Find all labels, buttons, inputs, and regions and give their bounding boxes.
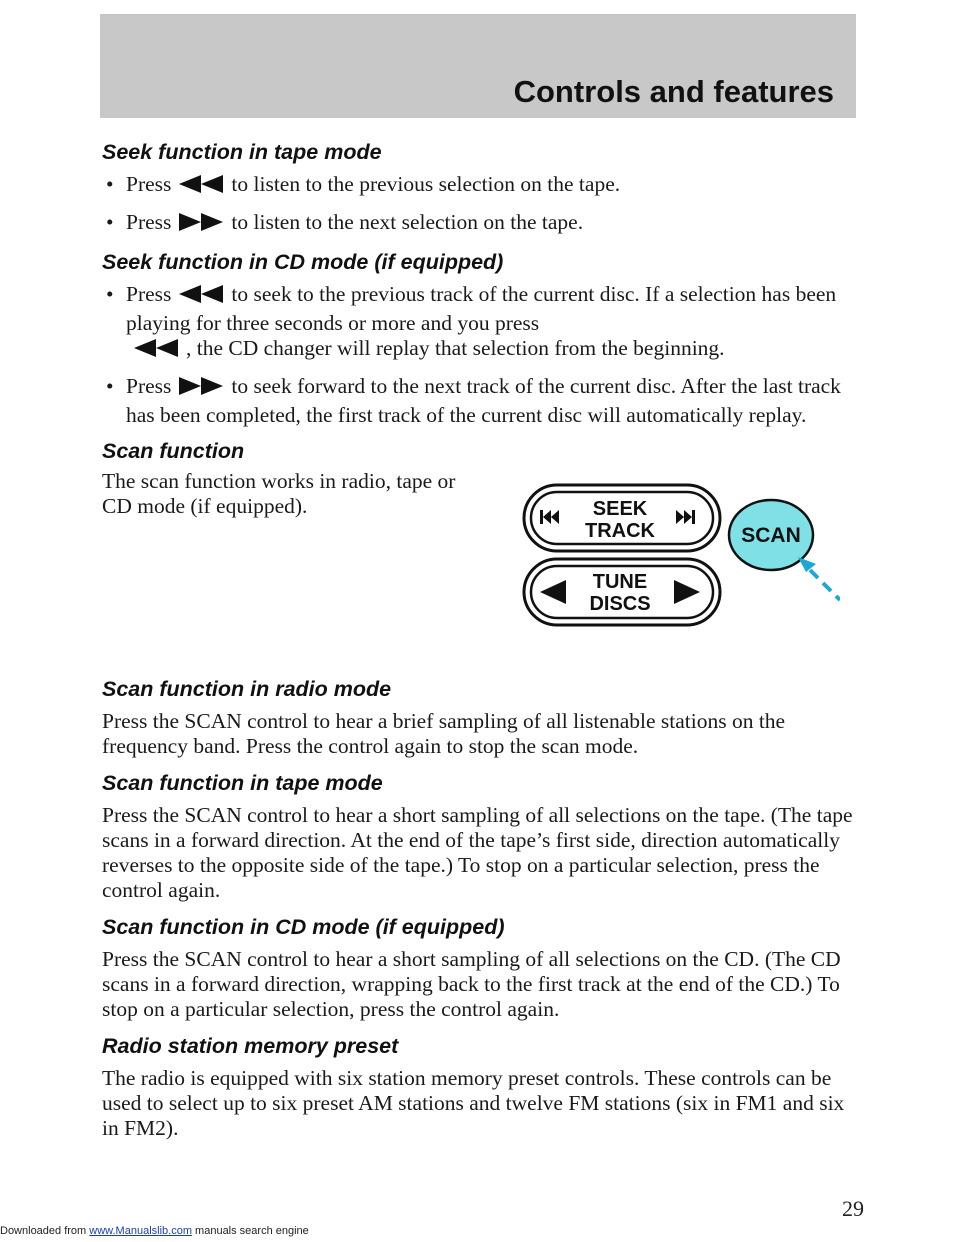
radio-controls-diagram: SEEK TRACK TUNE DISCS SCAN xyxy=(520,457,842,627)
tune-up-icon xyxy=(674,580,700,604)
bullet-text: Press xyxy=(126,210,172,234)
heading-seek-tape: Seek function in tape mode xyxy=(102,140,382,164)
bullet-text: to listen to the next selection on the t… xyxy=(231,210,584,234)
heading-scan-tape: Scan function in tape mode xyxy=(102,771,383,795)
bullet-text: to listen to the previous selection on t… xyxy=(231,172,621,196)
scan-cd-text: Press the SCAN control to hear a short s… xyxy=(102,947,841,1021)
scan-label: SCAN xyxy=(741,524,801,547)
seek-forward-icon xyxy=(676,510,695,524)
fast-forward-icon xyxy=(175,375,227,403)
rewind-icon xyxy=(130,337,182,365)
heading-seek-cd: Seek function in CD mode (if equipped) xyxy=(102,250,504,274)
bullet-text: to seek to the previous track of the cur… xyxy=(126,282,837,335)
scan-tape-text: Press the SCAN control to hear a short s… xyxy=(102,803,853,902)
footer-prefix: Downloaded from xyxy=(0,1225,87,1237)
page-title: Controls and features xyxy=(513,74,834,109)
seek-track-button: SEEK TRACK xyxy=(522,483,722,553)
discs-label: DISCS xyxy=(589,593,650,615)
manualslib-link[interactable]: www.Manualslib.com xyxy=(89,1225,192,1237)
download-source: Downloaded from www.Manualslib.com manua… xyxy=(0,1225,309,1237)
scan-description: The scan function works in radio, tape o… xyxy=(102,469,456,518)
heading-scan-cd: Scan function in CD mode (if equipped) xyxy=(102,915,505,939)
pointer-arrow-icon xyxy=(798,557,842,602)
heading-scan: Scan function xyxy=(102,439,245,463)
rewind-icon xyxy=(175,173,227,201)
bullet-text: to seek forward to the next track of the… xyxy=(126,374,841,427)
heading-preset: Radio station memory preset xyxy=(102,1034,399,1058)
page-number: 29 xyxy=(842,1196,864,1221)
scan-radio-text: Press the SCAN control to hear a brief s… xyxy=(102,709,786,758)
preset-text: The radio is equipped with six station m… xyxy=(102,1066,845,1140)
tune-label: TUNE xyxy=(593,571,647,593)
bullet-text: Press xyxy=(126,172,172,196)
footer-suffix: manuals search engine xyxy=(195,1225,309,1237)
heading-scan-radio: Scan function in radio mode xyxy=(102,677,392,701)
seek-back-icon xyxy=(540,510,559,524)
tune-down-icon xyxy=(540,580,566,604)
scan-button: SCAN xyxy=(727,498,815,572)
bullet-text: , the CD changer will replay that select… xyxy=(186,336,725,360)
tune-discs-button: TUNE DISCS xyxy=(522,557,722,627)
seek-label: SEEK xyxy=(593,498,648,520)
track-label: TRACK xyxy=(585,520,656,542)
scan-section: The scan function works in radio, tape o… xyxy=(102,465,862,675)
rewind-icon xyxy=(175,283,227,311)
bullet-text: Press xyxy=(126,282,172,306)
fast-forward-icon xyxy=(175,211,227,239)
bullet-text: Press xyxy=(126,374,172,398)
header-band: Controls and features xyxy=(100,14,856,118)
